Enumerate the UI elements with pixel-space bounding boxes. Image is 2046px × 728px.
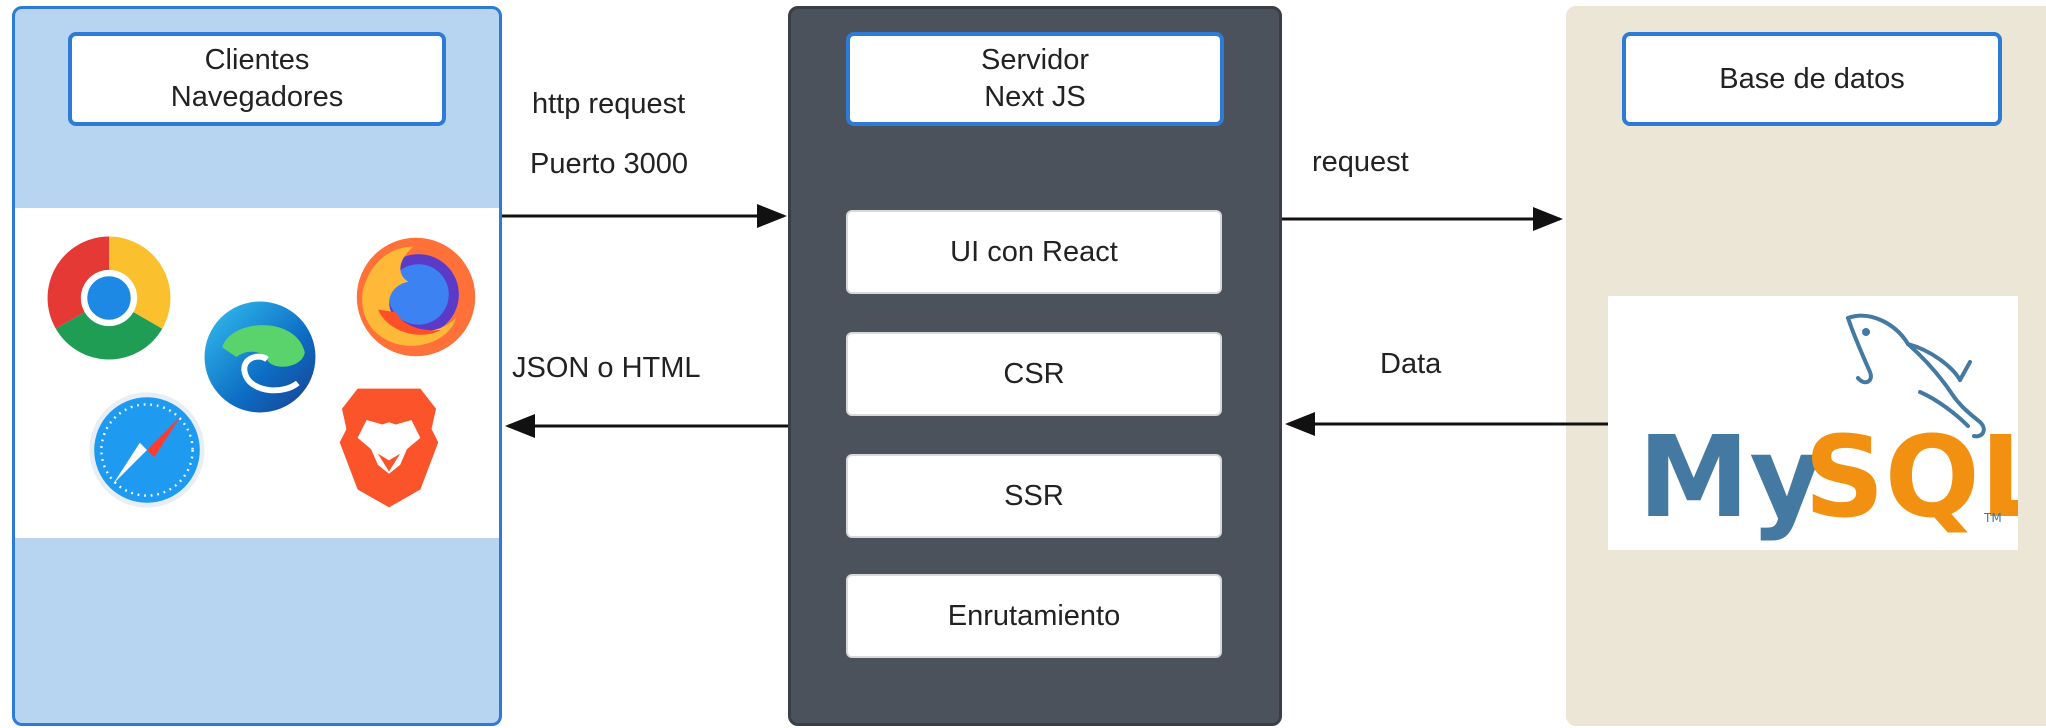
label-http-request: http request bbox=[532, 88, 686, 120]
browser-logos bbox=[15, 208, 499, 538]
mysql-text-my: My bbox=[1638, 413, 1822, 543]
label-data: Data bbox=[1380, 348, 1442, 380]
chrome-icon bbox=[47, 236, 171, 360]
label-request: request bbox=[1312, 146, 1409, 178]
clients-title: Clientes Navegadores bbox=[68, 32, 446, 126]
clients-title-line2: Navegadores bbox=[170, 81, 344, 113]
edge-icon bbox=[204, 301, 316, 413]
database-title-text: Base de datos bbox=[1719, 62, 1905, 95]
module-ssr: SSR bbox=[846, 454, 1222, 538]
label-port: Puerto 3000 bbox=[530, 148, 689, 180]
module-ui-react: UI con React bbox=[846, 210, 1222, 294]
safari-icon bbox=[89, 392, 205, 508]
mysql-trademark: TM bbox=[1983, 511, 2002, 525]
module-csr: CSR bbox=[846, 332, 1222, 416]
server-title-line2: Next JS bbox=[984, 81, 1086, 113]
server-title-line1: Servidor bbox=[981, 44, 1089, 76]
mysql-logo: My SQL TM bbox=[1608, 296, 2046, 550]
brave-icon bbox=[339, 388, 439, 508]
module-routing: Enrutamiento bbox=[846, 574, 1222, 658]
label-json-html: JSON o HTML bbox=[512, 352, 701, 384]
database-title: Base de datos bbox=[1622, 32, 2002, 126]
clients-title-line1: Clientes bbox=[204, 44, 310, 76]
mysql-dolphin-icon bbox=[1846, 313, 1986, 439]
firefox-icon bbox=[356, 237, 476, 357]
mysql-text-sql: SQL bbox=[1804, 413, 2018, 543]
server-title: Servidor Next JS bbox=[846, 32, 1224, 126]
